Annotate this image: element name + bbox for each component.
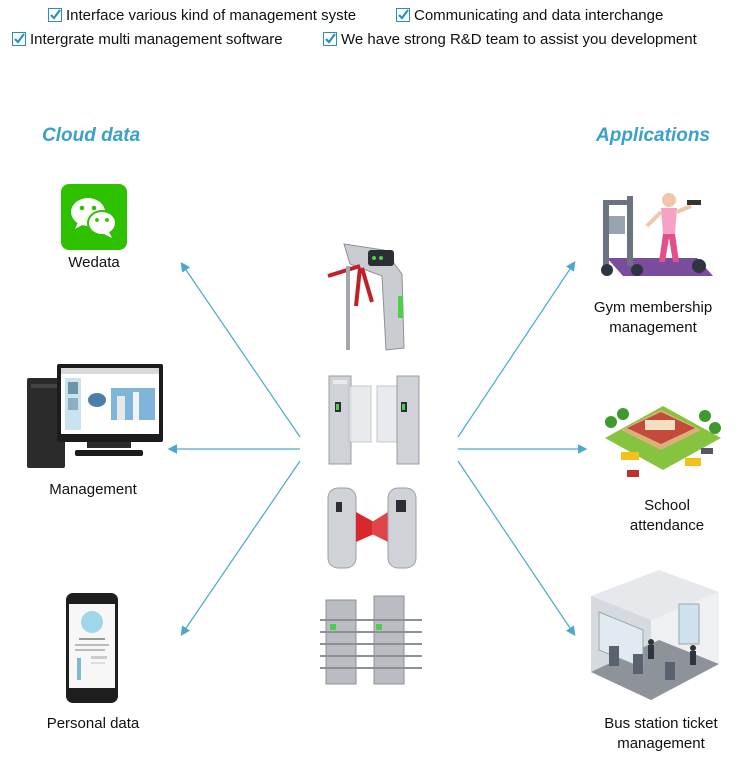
gym-label-line-1: Gym membership [593,299,713,316]
arrow-to-gym [457,261,576,438]
gym-illustration [601,193,713,276]
feature-2: Communicating and data interchange [396,7,663,25]
tripod-turnstile-device [327,243,405,351]
bus-station-label-line-1: Bus station ticket [604,715,718,732]
arrow-to-bus [457,460,576,636]
feature-4: We have strong R&D team to assist you de… [323,31,697,49]
feature-3: Intergrate multi management software [12,31,283,49]
wedata-label: Wedata [68,254,120,271]
applications-heading: Applications [596,125,711,146]
bus-station-illustration [591,570,719,700]
personal-data-label: Personal data [46,715,140,732]
bus-station-label: Bus station ticket management [581,714,741,754]
school-illustration [605,406,721,477]
desktop-computer-icon [27,364,163,468]
smartphone-icon [66,593,118,703]
feature-1: Interface various kind of management sys… [48,7,356,25]
check-icon [12,32,26,46]
gym-label-line-2: management [609,319,697,336]
school-label-line-2: attendance [629,517,705,534]
feature-text: Communicating and data interchange [414,7,664,24]
school-label: School attendance [587,496,747,536]
feature-text: Intergrate multi management software [30,31,283,48]
flap-barrier-gate-device [327,487,417,569]
school-label-line-1: School [644,497,690,514]
swing-barrier-gate-device [328,375,420,465]
arrow-to-personal [180,460,301,636]
gym-label: Gym membership management [573,298,733,338]
wechat-icon [61,184,127,250]
feature-text: We have strong R&D team to assist you de… [341,31,697,48]
full-height-turnstile-device [320,595,422,685]
cloud-data-heading: Cloud data [42,125,141,146]
check-icon [323,32,337,46]
management-label: Management [49,481,137,498]
arrow-to-wedata [180,262,301,438]
feature-text: Interface various kind of management sys… [66,7,357,24]
bus-station-label-line-2: management [617,735,705,752]
check-icon [48,8,62,22]
check-icon [396,8,410,22]
